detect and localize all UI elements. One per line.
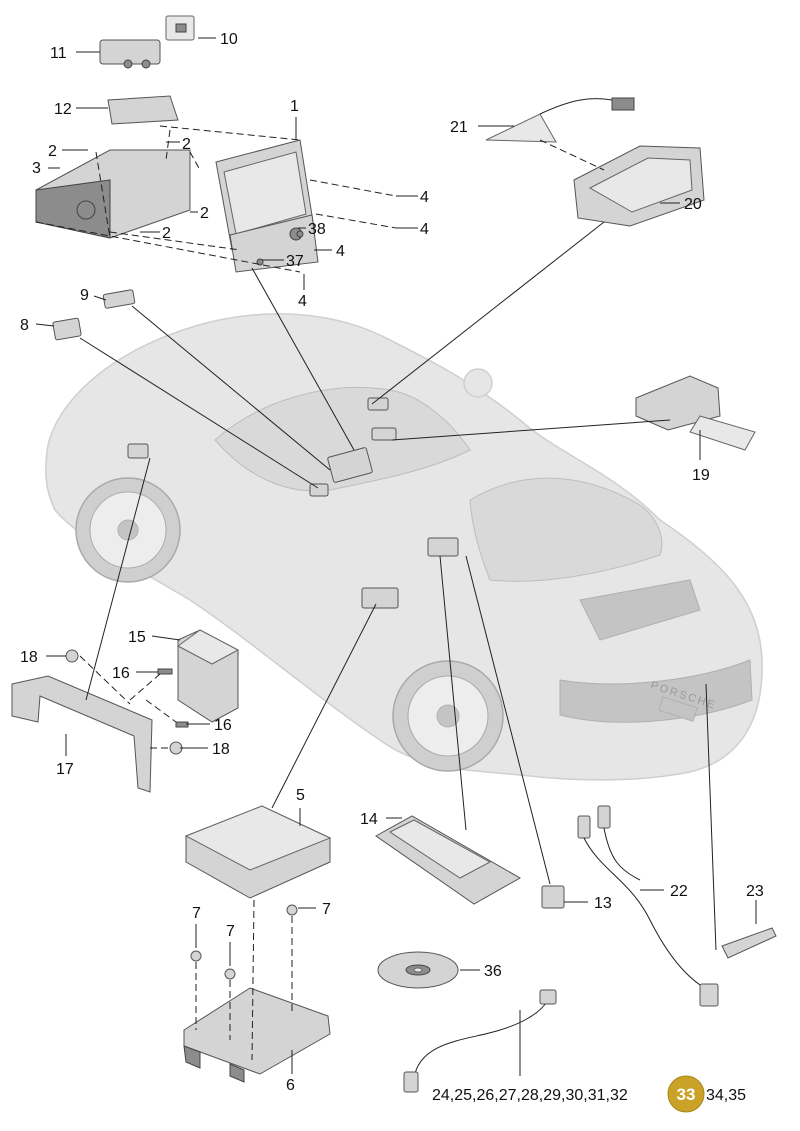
callout-7: 7 (226, 923, 235, 940)
highlight-label: 33 (677, 1085, 696, 1104)
callout-7: 7 (322, 901, 331, 918)
part-22-cable (577, 805, 719, 1007)
part-37-38-small (256, 230, 304, 266)
callout-22: 22 (670, 883, 688, 900)
callout-15: 15 (128, 629, 146, 646)
callout-8: 8 (20, 317, 29, 334)
part-11-control-panel (99, 39, 161, 69)
callout-9: 9 (80, 287, 89, 304)
car-mounted-modules (127, 397, 459, 609)
highlight-circle (667, 1075, 705, 1113)
callout-4: 4 (420, 189, 429, 206)
part-6-bracket (183, 987, 331, 1083)
callout-17: 17 (56, 761, 74, 778)
part-17-bracket (11, 675, 153, 793)
callout-20: 20 (684, 196, 702, 213)
part-9-connector (102, 289, 136, 309)
callout-13: 13 (594, 895, 612, 912)
callout-14: 14 (360, 811, 378, 828)
part-8-connector (52, 317, 82, 341)
part-7-nuts (190, 904, 298, 980)
part-14-tray (375, 815, 522, 905)
callout-1: 1 (290, 98, 299, 115)
callout-24-32: 24,25,26,27,28,29,30,31,32 (432, 1087, 628, 1104)
part-36-disc (377, 951, 459, 989)
callout-16: 16 (214, 717, 232, 734)
callout-37: 37 (286, 253, 304, 270)
callout-34-35: 34,35 (706, 1087, 746, 1104)
part-23-bracket (721, 927, 777, 959)
dashed-assembly-lines (35, 125, 605, 1061)
callout-12: 12 (54, 101, 72, 118)
part-10-connector (165, 15, 195, 41)
part-24-35-cable (403, 989, 557, 1093)
part-21-antenna-cover (485, 97, 635, 143)
part-13-connector (541, 885, 565, 909)
callout-labels: 1 2 2 2 2 3 4 4 4 4 38 37 10 11 12 21 20… (20, 31, 764, 1104)
callout-16: 16 (112, 665, 130, 682)
callout-3: 3 (32, 160, 41, 177)
callout-11: 11 (50, 45, 67, 62)
part-20-antenna-module (573, 145, 705, 227)
callout-7: 7 (192, 905, 201, 922)
callout-38: 38 (308, 221, 326, 238)
callout-18: 18 (212, 741, 230, 758)
callout-6: 6 (286, 1077, 295, 1094)
callout-5: 5 (296, 787, 305, 804)
part-12-bracket (107, 95, 179, 125)
callout-19: 19 (692, 467, 710, 484)
callout-2: 2 (182, 136, 191, 153)
callout-21: 21 (450, 119, 468, 136)
callout-2: 2 (162, 225, 171, 242)
callout-4: 4 (298, 293, 307, 310)
callout-18: 18 (20, 649, 38, 666)
leader-lines (35, 37, 757, 1076)
part-16-screw-upper (157, 668, 173, 675)
callout-4: 4 (336, 243, 345, 260)
callout-2: 2 (200, 205, 209, 222)
highlight-badge-33[interactable]: 33 (667, 1075, 705, 1113)
callout-10: 10 (220, 31, 238, 48)
callout-2: 2 (48, 143, 57, 160)
callout-4: 4 (420, 221, 429, 238)
callout-36: 36 (484, 963, 502, 980)
part-18-nut-upper (65, 649, 79, 663)
part-19-antenna-amplifier (635, 375, 756, 451)
part-5-module (184, 805, 332, 899)
callout-23: 23 (746, 883, 764, 900)
car-illustration: PORSCHE (45, 313, 763, 781)
part-15-control-unit (177, 629, 240, 723)
